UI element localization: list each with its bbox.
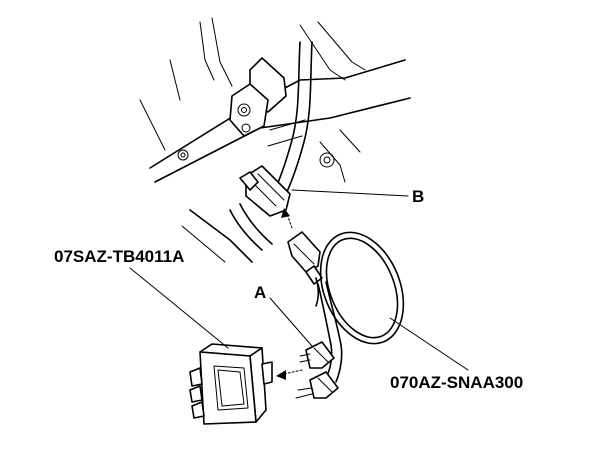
leader-line-a — [269, 297, 313, 347]
control-unit-box — [189, 343, 273, 425]
leader-lines — [129, 189, 469, 371]
connection-arrow-left — [276, 369, 303, 380]
vehicle-connector — [239, 165, 291, 217]
vehicle-wire-harness — [229, 41, 313, 251]
leader-line-b — [291, 189, 409, 197]
body-sensor-bracket — [229, 57, 287, 137]
part-number-cable: 070AZ-SNAA300 — [390, 373, 524, 392]
cable-coil — [315, 231, 405, 383]
callout-a: A — [254, 283, 267, 302]
cable-end-plug-upper — [299, 341, 335, 369]
vehicle-body-panel — [139, 17, 411, 263]
leader-line-unit — [129, 267, 229, 349]
connection-arrow-up — [281, 208, 293, 229]
callout-b: B — [412, 187, 425, 206]
part-number-unit: 07SAZ-TB4011A — [54, 247, 185, 266]
cable-top-plug — [287, 231, 323, 285]
leader-line-cable — [389, 317, 469, 371]
cable-end-plug-lower — [295, 371, 339, 399]
